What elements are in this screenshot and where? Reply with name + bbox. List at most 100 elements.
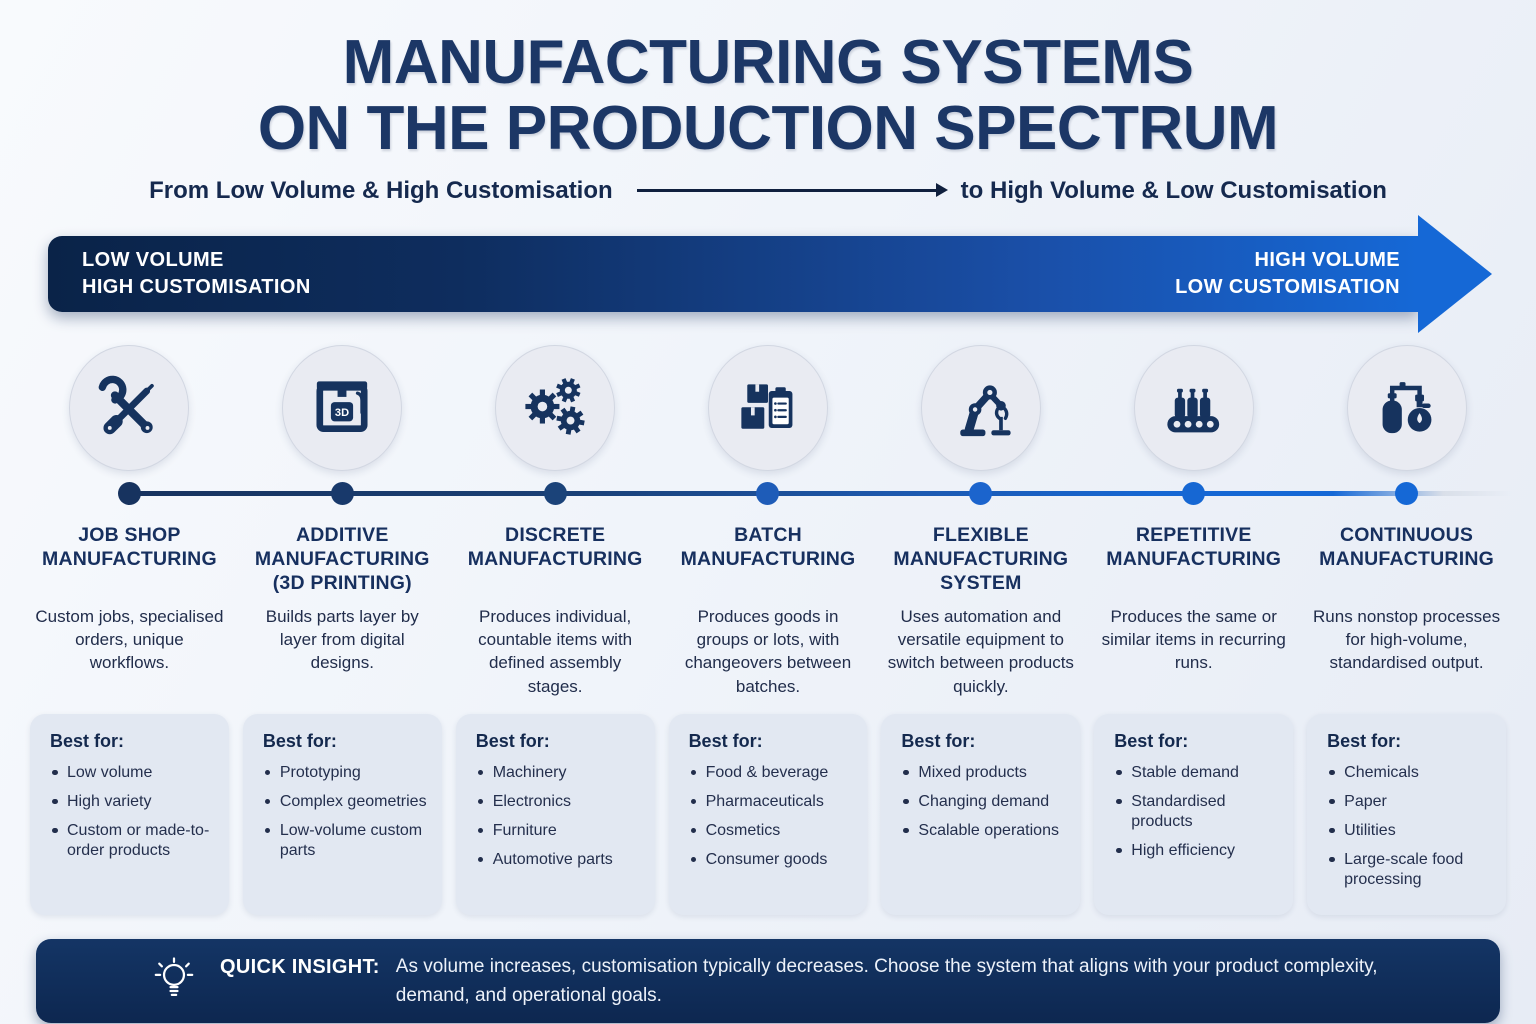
insight-content: QUICK INSIGHT: As volume increases, cust… bbox=[220, 952, 1440, 1011]
best-for-item: Low-volume custom parts bbox=[263, 821, 430, 861]
lightbulb-icon bbox=[148, 955, 200, 1007]
right-arrow-icon bbox=[636, 183, 948, 198]
system-title: FLEXIBLE MANUFACTURING SYSTEM bbox=[893, 523, 1069, 594]
best-for-label: Best for: bbox=[475, 730, 550, 751]
system-title: REPETITIVE MANUFACTURING bbox=[1106, 523, 1282, 570]
best-for-label: Best for: bbox=[50, 730, 125, 751]
timeline-dot bbox=[1094, 477, 1293, 511]
best-for-label: Best for: bbox=[1327, 730, 1402, 751]
insight-label: QUICK INSIGHT: bbox=[220, 955, 380, 978]
system-title: BATCH MANUFACTURING bbox=[680, 523, 856, 570]
page-title: MANUFACTURING SYSTEMS ON THE PRODUCTION … bbox=[0, 28, 1536, 164]
system-description: Runs nonstop processes for high-volume, … bbox=[1313, 607, 1501, 673]
best-for-item: Consumer goods bbox=[689, 850, 856, 870]
gears-icon bbox=[495, 344, 616, 471]
header: MANUFACTURING SYSTEMS ON THE PRODUCTION … bbox=[0, 0, 1536, 205]
robot-arm-icon bbox=[920, 344, 1041, 471]
best-for-item: Standardised products bbox=[1114, 792, 1281, 832]
system-description: Produces the same or similar items in re… bbox=[1101, 607, 1286, 673]
system-description: Produces goods in groups or lots, with c… bbox=[684, 607, 852, 696]
best-for-item: Food & beverage bbox=[689, 763, 856, 783]
banner-left-line1: LOW VOLUME bbox=[82, 248, 224, 271]
spectrum-banner-body: LOW VOLUME HIGH CUSTOMISATION HIGH VOLUM… bbox=[48, 235, 1418, 312]
timeline-dot bbox=[669, 477, 868, 511]
best-for-label: Best for: bbox=[901, 730, 976, 751]
best-for-item: Complex geometries bbox=[263, 792, 430, 812]
printer-3d-icon: 3D bbox=[282, 344, 403, 471]
best-for-item: Mixed products bbox=[901, 763, 1068, 783]
system-icon-cell bbox=[30, 339, 229, 477]
spectrum-banner: LOW VOLUME HIGH CUSTOMISATION HIGH VOLUM… bbox=[48, 214, 1492, 333]
bottles-conveyor-icon bbox=[1133, 344, 1254, 471]
boxes-clipboard-icon bbox=[707, 344, 828, 471]
best-for-item: Utilities bbox=[1327, 821, 1494, 841]
best-for-item: Automotive parts bbox=[476, 850, 643, 870]
system-icon-cell bbox=[881, 339, 1080, 477]
best-for-item: Pharmaceuticals bbox=[689, 792, 856, 812]
system-title: ADDITIVE MANUFACTURING (3D PRINTING) bbox=[254, 523, 430, 594]
best-for-item: Chemicals bbox=[1327, 763, 1494, 783]
system-description: Uses automation and versatile equipment … bbox=[887, 607, 1074, 696]
best-for-label: Best for: bbox=[1114, 730, 1189, 751]
system-icon-cell bbox=[1307, 339, 1506, 477]
best-for-item: High efficiency bbox=[1114, 841, 1281, 861]
wrench-screwdriver-icon bbox=[69, 344, 190, 471]
best-for-item: Large-scale food processing bbox=[1327, 850, 1494, 890]
best-for-label: Best for: bbox=[262, 730, 337, 751]
timeline-dot bbox=[243, 477, 442, 511]
system-icon-cell: 3D bbox=[243, 339, 442, 477]
system-icon-cell bbox=[669, 339, 868, 477]
banner-right-line1: HIGH VOLUME bbox=[1254, 248, 1400, 271]
subtitle-right: to High Volume & Low Customisation bbox=[960, 176, 1387, 204]
timeline-dot bbox=[30, 477, 229, 511]
banner-right-label: HIGH VOLUME LOW CUSTOMISATION bbox=[1175, 247, 1400, 301]
banner-left-label: LOW VOLUME HIGH CUSTOMISATION bbox=[82, 247, 311, 301]
best-for-item: Cosmetics bbox=[689, 821, 856, 841]
best-for-label: Best for: bbox=[688, 730, 763, 751]
best-for-item: Furniture bbox=[476, 821, 643, 841]
banner-right-line2: LOW CUSTOMISATION bbox=[1175, 275, 1400, 298]
system-title: CONTINUOUS MANUFACTURING bbox=[1319, 523, 1494, 570]
systems-grid: JOB SHOP MANUFACTURING Custom jobs, spec… bbox=[0, 339, 1536, 915]
subtitle: From Low Volume & High Customisation to … bbox=[0, 177, 1536, 205]
banner-left-line2: HIGH CUSTOMISATION bbox=[82, 275, 311, 298]
subtitle-left: From Low Volume & High Customisation bbox=[149, 176, 613, 204]
best-for-item: Low volume bbox=[50, 763, 217, 783]
best-for-item: Scalable operations bbox=[901, 821, 1068, 841]
svg-text:3D: 3D bbox=[335, 407, 349, 419]
banner-arrowhead-icon bbox=[1418, 214, 1492, 333]
best-for-item: Stable demand bbox=[1114, 763, 1281, 783]
insight-text: As volume increases, customisation typic… bbox=[395, 955, 1378, 1007]
best-for-item: Custom or made-to-order products bbox=[50, 821, 217, 861]
page-title-line1: MANUFACTURING SYSTEMS bbox=[342, 28, 1194, 97]
system-title: DISCRETE MANUFACTURING bbox=[467, 523, 643, 570]
timeline-dot bbox=[881, 477, 1080, 511]
best-for-item: Machinery bbox=[476, 763, 643, 783]
system-icon-cell bbox=[1094, 339, 1293, 477]
best-for-item: Changing demand bbox=[901, 792, 1068, 812]
system-description: Produces individual, countable items wit… bbox=[478, 607, 633, 696]
quick-insight-bar: QUICK INSIGHT: As volume increases, cust… bbox=[36, 938, 1500, 1024]
timeline-dot bbox=[456, 477, 655, 511]
system-title: JOB SHOP MANUFACTURING bbox=[42, 523, 217, 570]
best-for-item: Electronics bbox=[476, 792, 643, 812]
best-for-item: High variety bbox=[50, 792, 217, 812]
system-icon-cell bbox=[456, 339, 655, 477]
page-title-line2: ON THE PRODUCTION SPECTRUM bbox=[257, 94, 1279, 164]
system-description: Custom jobs, specialised orders, unique … bbox=[35, 607, 224, 673]
tank-flask-icon bbox=[1346, 344, 1467, 471]
